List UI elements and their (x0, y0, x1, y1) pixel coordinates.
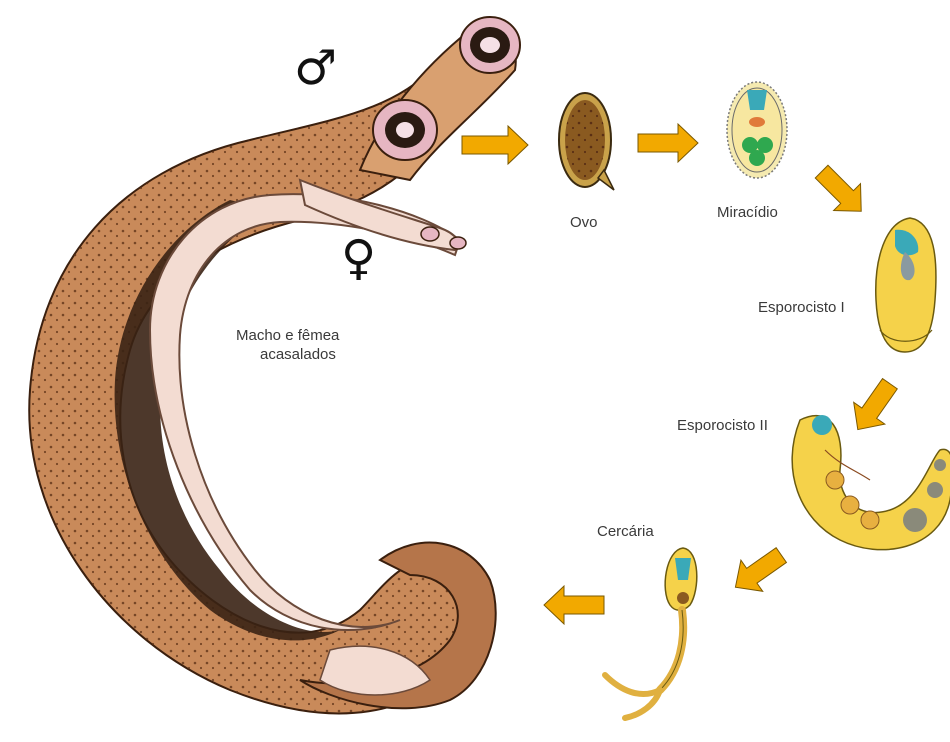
cercaria-illustration (605, 548, 697, 718)
label-pair-line1: Macho e fêmea (236, 326, 339, 345)
label-pair-line2: acasalados (260, 345, 336, 364)
oral-sucker (460, 17, 520, 73)
label-miracidium: Miracídio (717, 203, 778, 222)
arrow-pair-to-egg (462, 126, 528, 164)
arrow-cercaria-to-adult (544, 586, 604, 624)
ventral-sucker (373, 100, 437, 160)
male-symbol: ♂ (294, 44, 337, 92)
female-symbol: ♀ (341, 234, 376, 282)
label-cercaria: Cercária (597, 522, 654, 541)
arrow-miracidium-to-sporocyst1 (808, 158, 874, 224)
adult-worm-pair (29, 17, 520, 713)
sporocyst1-illustration (876, 218, 936, 352)
female-ventral-sucker (450, 237, 466, 249)
arrow-sporocyst1-to-sporocyst2 (842, 373, 905, 441)
miracidium-illustration (727, 82, 787, 178)
egg-illustration (559, 93, 614, 190)
label-sporocyst1: Esporocisto I (758, 298, 845, 317)
sporocyst2-illustration (792, 415, 950, 550)
female-oral-sucker (421, 227, 439, 241)
arrow-egg-to-miracidium (638, 124, 698, 162)
arrow-sporocyst2-to-cercaria (725, 540, 793, 603)
label-sporocyst2: Esporocisto II (677, 416, 768, 435)
label-egg: Ovo (570, 213, 598, 232)
